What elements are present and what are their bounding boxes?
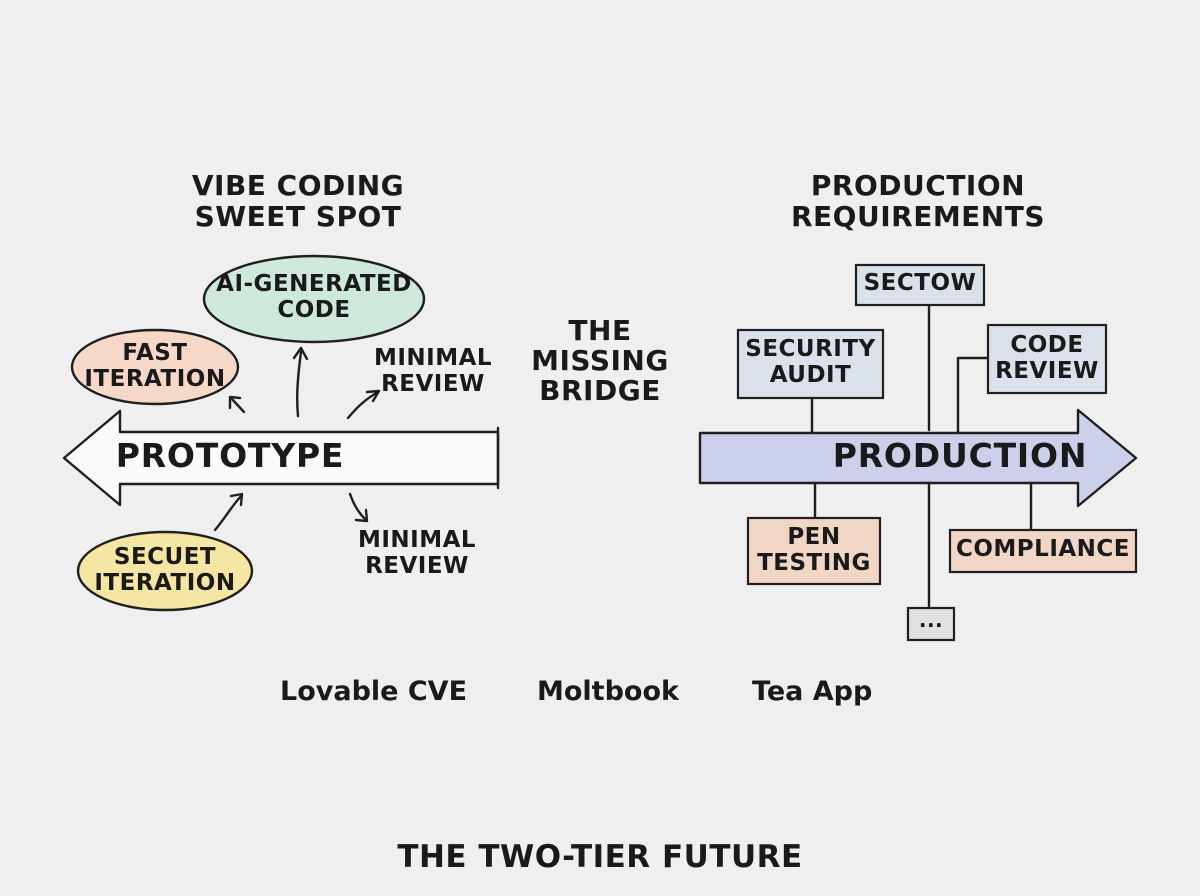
fast-iteration-label: FAST ITERATION xyxy=(84,340,226,392)
arrow-to-minimal-review-top xyxy=(346,390,380,420)
minimal-review-bottom-label: MINIMAL REVIEW xyxy=(357,527,477,579)
ai-generated-code-label: AI-GENERATED CODE xyxy=(216,271,412,323)
arrow-to-minimal-review-bottom xyxy=(348,492,368,522)
arrow-from-secuet xyxy=(213,494,243,532)
ellipsis-box xyxy=(906,606,956,642)
pen-testing-label: PEN TESTING xyxy=(757,524,871,576)
arrow-to-ai-code xyxy=(296,350,303,418)
secuet-iteration-label: SECUET ITERATION xyxy=(94,544,236,596)
security-audit-label: SECURITY AUDIT xyxy=(745,336,876,388)
production-arrow xyxy=(698,408,1138,508)
vibe-coding-heading: VIBE CODING SWEET SPOT xyxy=(191,169,405,234)
secuet-iteration-bubble xyxy=(76,530,254,612)
production-requirements-heading: PRODUCTION REQUIREMENTS xyxy=(790,169,1046,234)
code-review-box xyxy=(986,323,1108,395)
example-lovable-cve: Lovable CVE xyxy=(280,676,468,707)
code-review-label: CODE REVIEW xyxy=(995,332,1099,384)
example-moltbook: Moltbook xyxy=(537,676,679,707)
pen-testing-box xyxy=(746,516,882,586)
security-audit-box xyxy=(736,328,885,400)
prototype-arrow xyxy=(62,409,500,507)
footer-caption: THE TWO-TIER FUTURE xyxy=(397,839,803,875)
sectow-label: SECTOW xyxy=(863,270,977,296)
ellipsis-label: ... xyxy=(918,608,944,632)
fast-iteration-bubble xyxy=(70,328,240,406)
arrow-to-fast-iteration xyxy=(229,396,246,414)
prototype-label: PROTOTYPE xyxy=(115,436,345,475)
compliance-label: COMPLIANCE xyxy=(955,536,1131,562)
production-label: PRODUCTION xyxy=(832,436,1088,475)
ai-generated-code-bubble xyxy=(202,254,426,344)
sectow-box xyxy=(854,263,986,307)
minimal-review-top-label: MINIMAL REVIEW xyxy=(373,345,493,397)
example-tea-app: Tea App xyxy=(752,676,873,707)
missing-bridge-label: THE MISSING BRIDGE xyxy=(531,314,669,407)
compliance-box xyxy=(948,528,1138,574)
connector-code-review xyxy=(956,356,990,435)
